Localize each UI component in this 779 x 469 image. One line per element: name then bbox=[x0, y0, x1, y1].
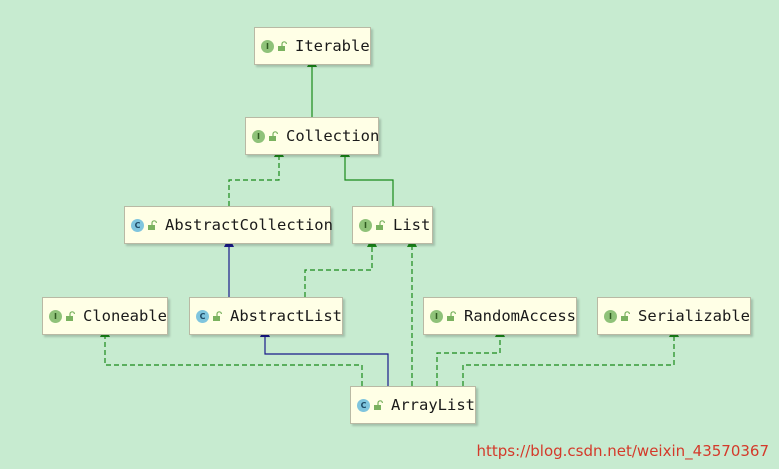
unlock-icon bbox=[374, 399, 383, 410]
interface-icon: I bbox=[252, 129, 265, 143]
node-list[interactable]: I List bbox=[352, 206, 433, 244]
node-abstract-collection[interactable]: C AbstractCollection bbox=[124, 206, 333, 244]
watermark-url: https://blog.csdn.net/weixin_43570367 bbox=[476, 442, 769, 460]
edge-arraylist-implements-serializable bbox=[462, 327, 679, 386]
node-serializable[interactable]: I Serializable bbox=[597, 297, 751, 335]
class-icon: C bbox=[357, 398, 370, 412]
node-label: Collection bbox=[286, 127, 380, 145]
node-random-access[interactable]: I RandomAccess bbox=[423, 297, 577, 335]
interface-icon: I bbox=[261, 39, 274, 53]
unlock-icon bbox=[148, 219, 157, 230]
node-label: Cloneable bbox=[83, 307, 167, 325]
unlock-icon bbox=[447, 310, 456, 321]
edge-abstractlist-implements-list bbox=[304, 237, 377, 297]
unlock-icon bbox=[278, 40, 287, 51]
node-label: Iterable bbox=[295, 37, 370, 55]
edge-arraylist-implements-randomaccess bbox=[436, 327, 505, 386]
node-abstract-list[interactable]: C AbstractList bbox=[189, 297, 343, 335]
edge-abstractcollection-implements-collection bbox=[228, 147, 284, 206]
edge-arraylist-implements-cloneable bbox=[100, 327, 363, 386]
edge-list-extends-collection bbox=[340, 147, 394, 206]
unlock-icon bbox=[376, 219, 385, 230]
node-label: Serializable bbox=[638, 307, 750, 325]
node-label: AbstractList bbox=[230, 307, 342, 325]
node-label: RandomAccess bbox=[464, 307, 576, 325]
node-array-list[interactable]: C ArrayList bbox=[350, 386, 476, 424]
node-collection[interactable]: I Collection bbox=[245, 117, 379, 155]
node-label: AbstractCollection bbox=[165, 216, 333, 234]
unlock-icon bbox=[269, 130, 278, 141]
abstract-class-icon: C bbox=[131, 218, 144, 232]
interface-icon: I bbox=[359, 218, 372, 232]
node-cloneable[interactable]: I Cloneable bbox=[42, 297, 168, 335]
node-label: List bbox=[393, 216, 431, 234]
abstract-class-icon: C bbox=[196, 309, 209, 323]
edge-arraylist-extends-abstractlist bbox=[260, 327, 389, 386]
node-iterable[interactable]: I Iterable bbox=[254, 27, 371, 65]
unlock-icon bbox=[213, 310, 222, 321]
interface-icon: I bbox=[49, 309, 62, 323]
unlock-icon bbox=[621, 310, 630, 321]
unlock-icon bbox=[66, 310, 75, 321]
interface-icon: I bbox=[430, 309, 443, 323]
interface-icon: I bbox=[604, 309, 617, 323]
node-label: ArrayList bbox=[391, 396, 475, 414]
